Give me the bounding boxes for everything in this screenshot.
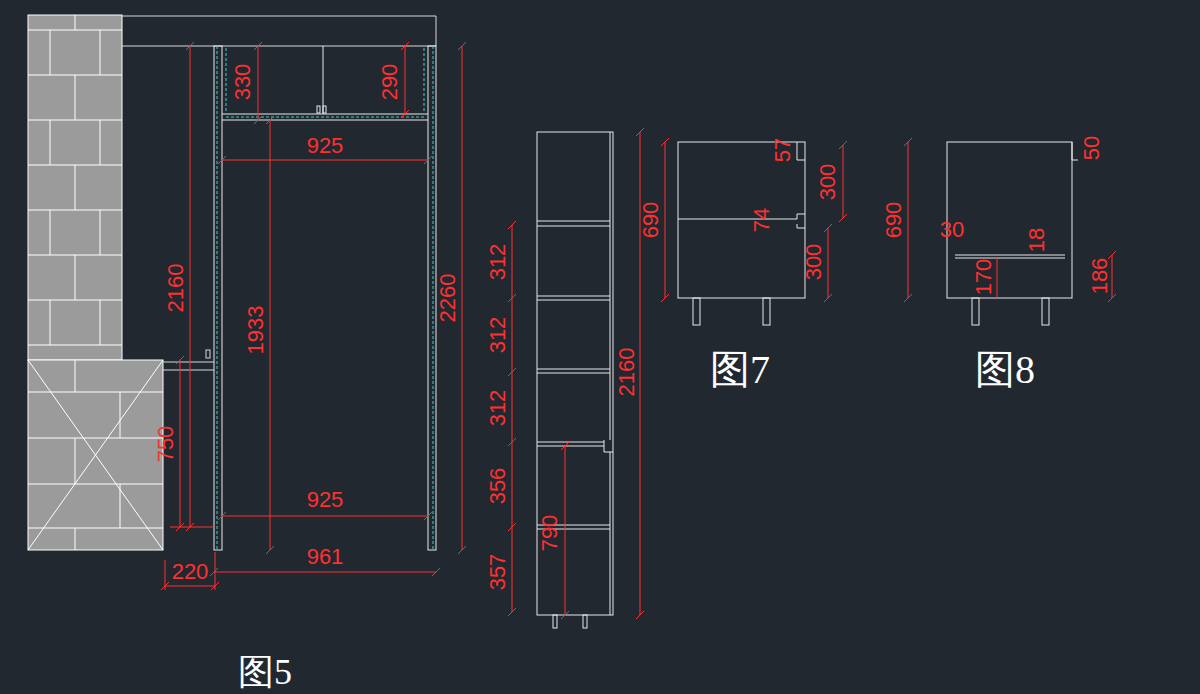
dimension-label: 1933 xyxy=(245,306,267,355)
dimension-label: 312 xyxy=(487,390,509,427)
dimension-label: 220 xyxy=(172,561,209,583)
dimension-label: 18 xyxy=(1026,228,1048,252)
dimension-label: 2160 xyxy=(616,348,638,397)
dimension-label: 790 xyxy=(539,515,561,552)
dimension-label: 186 xyxy=(1089,258,1111,295)
dimension-label: 750 xyxy=(155,426,177,463)
dimension-label: 290 xyxy=(379,64,401,101)
dimension-label: 330 xyxy=(232,64,254,101)
dimension-label: 170 xyxy=(973,259,995,296)
dimension-label: 961 xyxy=(307,546,344,568)
dimension-label: 356 xyxy=(487,468,509,505)
dimension-label: 57 xyxy=(772,138,794,162)
figure-caption: 图7 xyxy=(710,350,770,390)
figure-caption: 图5 xyxy=(238,654,292,690)
dimension-label: 925 xyxy=(307,489,344,511)
dimension-label: 312 xyxy=(487,317,509,354)
figure-caption: 图8 xyxy=(975,350,1035,390)
dimension-label: 30 xyxy=(940,219,964,241)
dimension-label: 74 xyxy=(751,208,773,232)
dimension-label: 312 xyxy=(487,244,509,281)
dimension-label: 2160 xyxy=(165,264,187,313)
dimension-label: 690 xyxy=(883,202,905,239)
dimension-label: 925 xyxy=(307,135,344,157)
dimension-label: 300 xyxy=(803,244,825,281)
dimension-label: 357 xyxy=(487,554,509,591)
dimension-label: 50 xyxy=(1081,136,1103,160)
dimension-label: 2260 xyxy=(437,274,459,323)
dimension-label: 300 xyxy=(817,164,839,201)
dimension-label: 690 xyxy=(640,202,662,239)
